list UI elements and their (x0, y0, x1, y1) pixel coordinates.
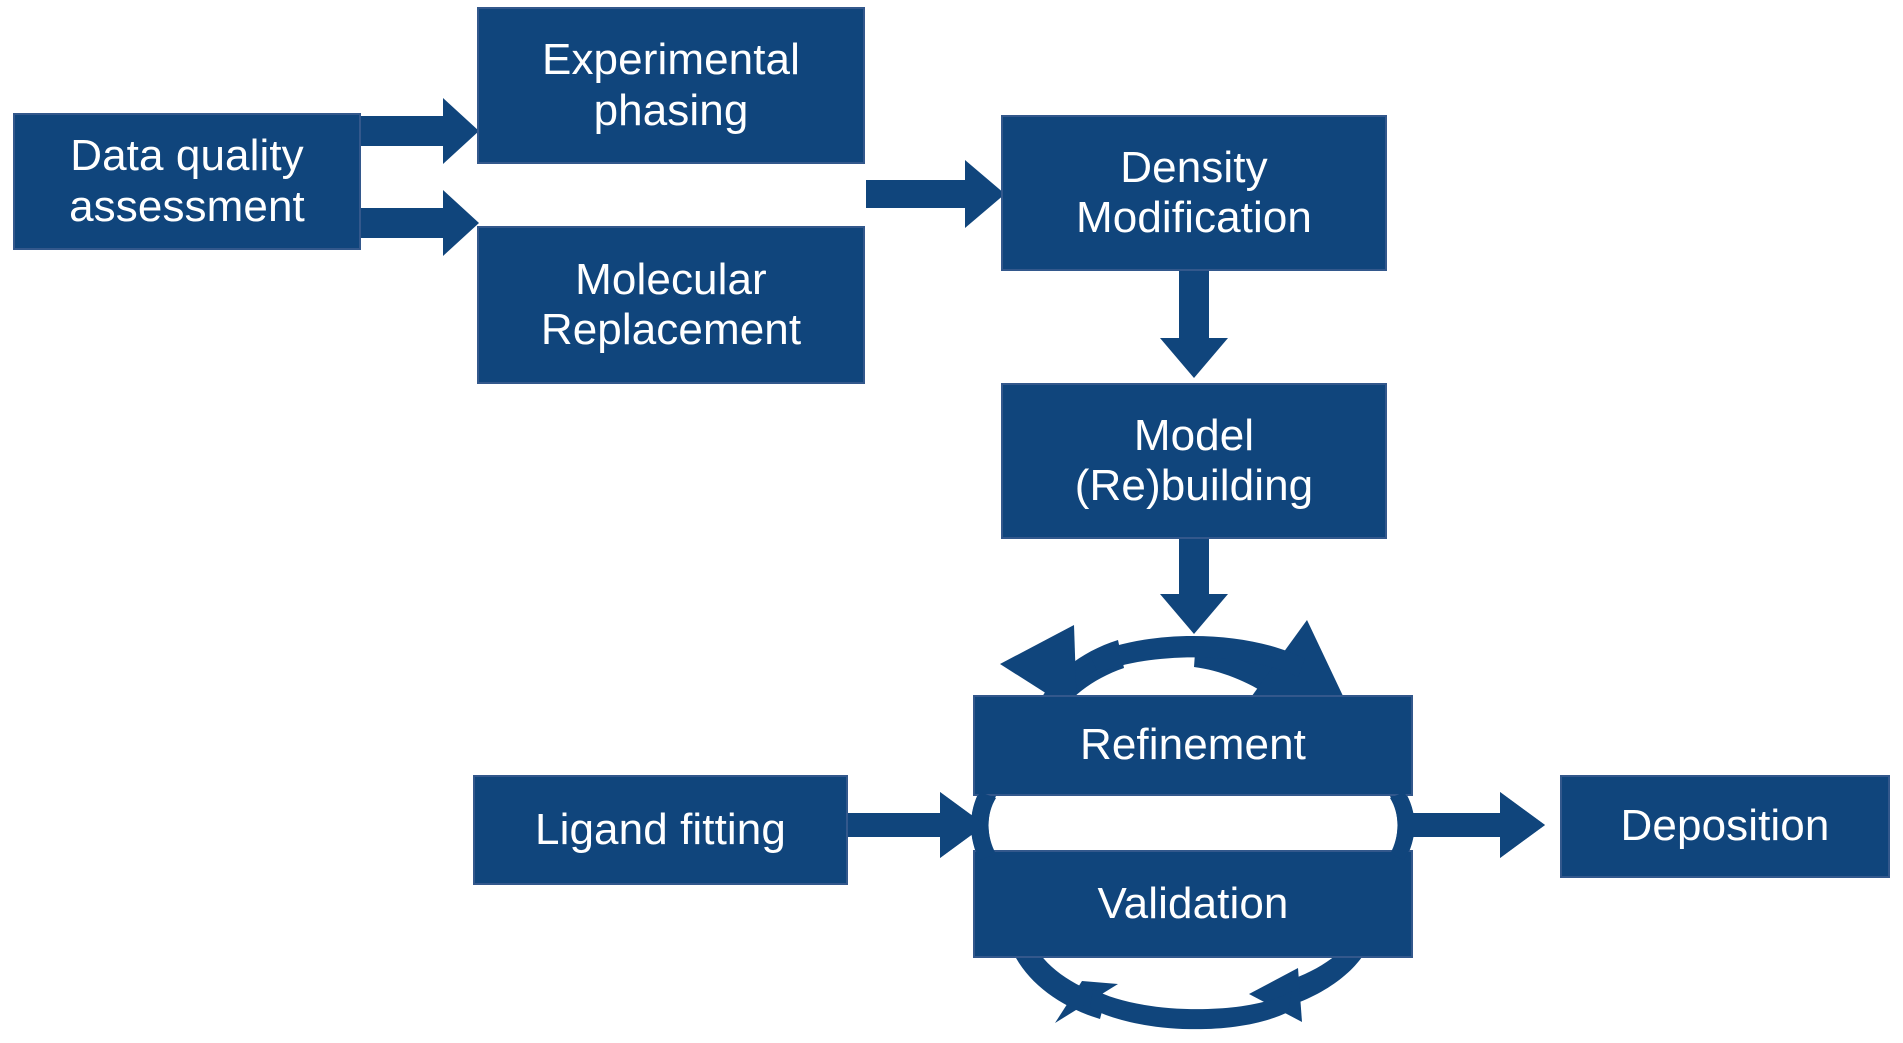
arrow-ligand-fitting-to-cycle (848, 792, 985, 858)
node-deposition[interactable]: Deposition (1560, 775, 1890, 878)
arrow-phasing-to-density-modification (866, 160, 1005, 228)
node-molecular-replacement[interactable]: Molecular Replacement (477, 226, 865, 384)
node-model-rebuilding[interactable]: Model (Re)building (1001, 383, 1387, 539)
node-ligand-fitting[interactable]: Ligand fitting (473, 775, 848, 885)
node-validation[interactable]: Validation (973, 850, 1413, 958)
arrow-dqa-to-experimental-phasing (361, 98, 479, 164)
node-density-modification[interactable]: Density Modification (1001, 115, 1387, 271)
arrow-cycle-to-deposition (1412, 792, 1545, 858)
arrow-density-modification-to-model-rebuilding (1160, 269, 1228, 378)
cycle-arc-bottom-sweep (1090, 989, 1292, 1030)
arrow-dqa-to-molecular-replacement (361, 190, 479, 256)
arrow-model-rebuilding-to-cycle (1160, 537, 1228, 634)
node-refinement[interactable]: Refinement (973, 695, 1413, 796)
node-experimental-phasing[interactable]: Experimental phasing (477, 7, 865, 164)
cycle-arc-bottom-left (1012, 941, 1118, 1023)
node-data-quality-assessment[interactable]: Data quality assessment (13, 113, 361, 250)
cycle-arc-top-sweep (1090, 635, 1305, 677)
